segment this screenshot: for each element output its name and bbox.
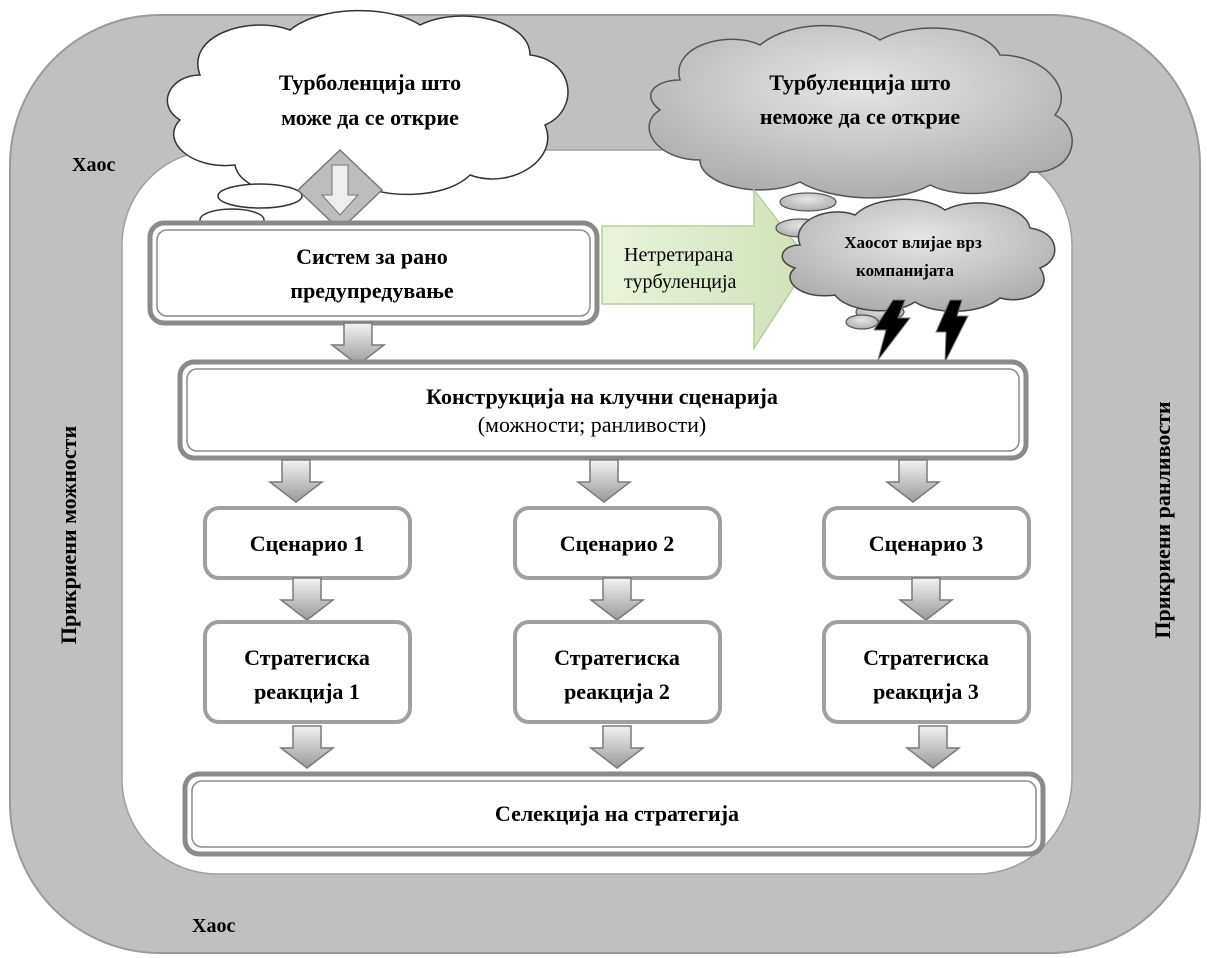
chaos-impact-line2: компанијата — [856, 261, 954, 280]
hidden-vulnerabilities-label: Прикриени ранливости — [1150, 401, 1175, 638]
undetectable-turbulence-cloud: Турбуленција што неможе да се открие — [648, 24, 1073, 199]
scenario-3-label: Сценарио 3 — [869, 531, 983, 556]
chaos-label-bottom: Хаос — [192, 915, 235, 937]
strategic-reaction-box-2: Стратегиска реакција 2 — [513, 620, 722, 724]
scenario-box-2: Сценарио 2 — [513, 506, 722, 580]
lightning-bolt-icon — [873, 299, 969, 363]
early-warning-line1: Систем за рано — [296, 244, 448, 269]
early-warning-box — [147, 220, 600, 326]
early-warning-line2: предупредување — [290, 278, 453, 303]
undetectable-turbulence-line1: Турбуленција што — [769, 70, 950, 95]
strategy-selection-label: Селекција на стратегија — [495, 801, 739, 826]
reaction-3-line1: Стратегиска — [863, 645, 989, 670]
reaction-3-line2: реакција 3 — [873, 679, 979, 704]
key-scenarios-box — [177, 359, 1029, 461]
key-scenarios-subtitle: (можности; ранливости) — [478, 412, 707, 437]
scenario-1-label: Сценарио 1 — [250, 531, 364, 556]
strategic-reaction-box-3: Стратегиска реакција 3 — [822, 620, 1031, 724]
reaction-1-line1: Стратегиска — [244, 645, 370, 670]
chaos-label-top: Хаос — [72, 154, 115, 176]
reaction-2-line1: Стратегиска — [554, 645, 680, 670]
untreated-line1: Нетретирана — [624, 244, 733, 266]
scenario-2-label: Сценарио 2 — [560, 531, 674, 556]
chaos-impact-line1: Хаосот влијае врз — [844, 233, 982, 252]
key-scenarios-title: Конструкција на клучни сценарија — [426, 384, 778, 409]
undetectable-turbulence-line2: неможе да се открие — [760, 104, 961, 129]
reaction-2-line2: реакција 2 — [564, 679, 670, 704]
detectable-turbulence-cloud: Турболенција што може да се открие — [166, 9, 569, 232]
untreated-turbulence-arrow: Нетретирана турбуленција — [601, 187, 811, 351]
detection-diamond-arrow — [296, 148, 384, 232]
chaos-impact-cloud: Хаосот влијае врз компанијата — [781, 198, 1056, 312]
strategic-reaction-box-1: Стратегиска реакција 1 — [203, 620, 412, 724]
strategy-selection-box — [182, 771, 1046, 857]
scenario-box-3: Сценарио 3 — [822, 506, 1031, 580]
hidden-opportunities-label: Прикриени можности — [56, 426, 81, 645]
untreated-line2: турбуленција — [624, 271, 737, 293]
detectable-turbulence-line1: Турболенција што — [279, 70, 461, 95]
detectable-turbulence-line2: може да се открие — [281, 105, 459, 130]
scenario-box-1: Сценарио 1 — [203, 506, 412, 580]
reaction-1-line2: реакција 1 — [254, 679, 360, 704]
